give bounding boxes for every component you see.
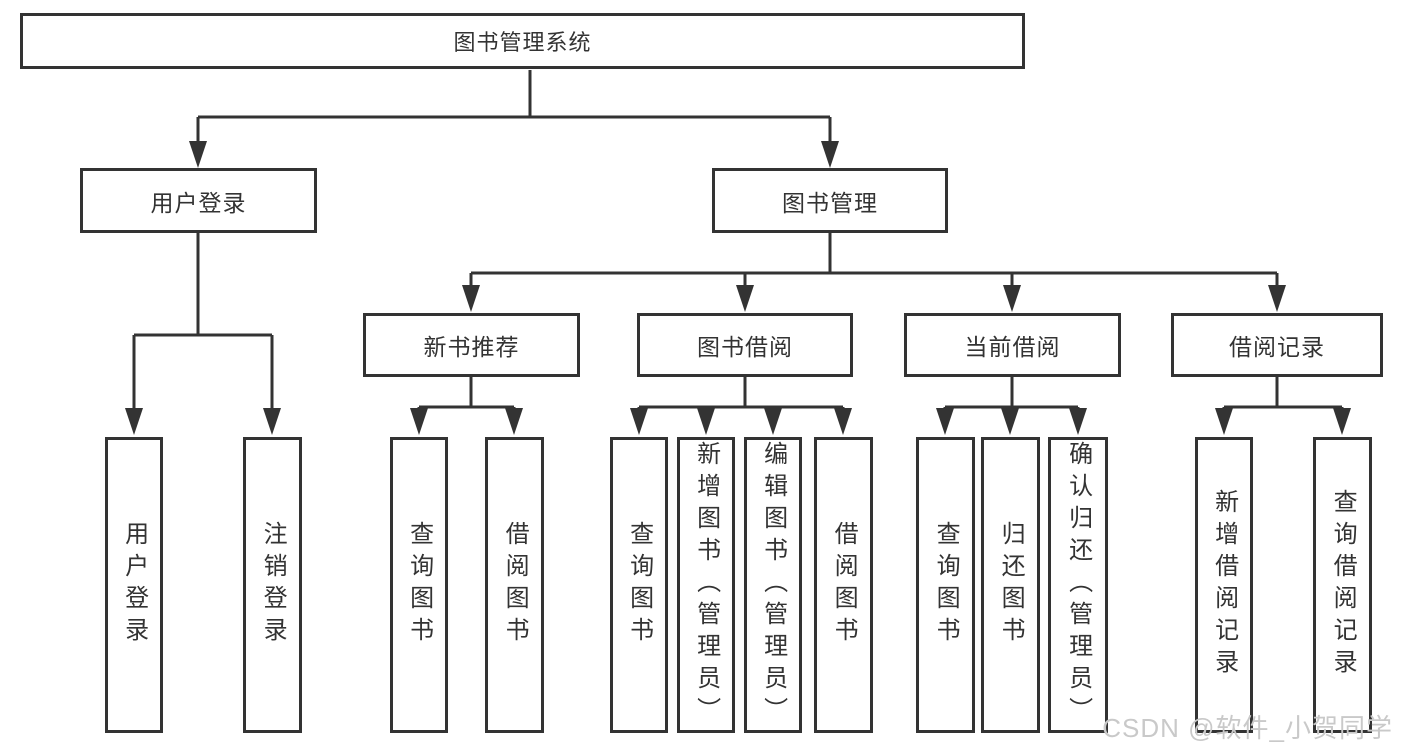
connector-new-book-recommend-split <box>417 377 516 428</box>
leaf-bb-add-book-admin: 新增图书（管理员） <box>677 437 735 733</box>
connector-borrow-records-split <box>1222 377 1344 428</box>
node-new-book-recommendation: 新书推荐 <box>363 313 580 377</box>
connector-book-borrow-split <box>637 377 845 428</box>
node-book-management: 图书管理 <box>712 168 948 233</box>
leaf-nbr-query-books: 查询图书 <box>390 437 448 733</box>
leaf-nbr-borrow-books: 借阅图书 <box>485 437 544 733</box>
leaf-cb-query-books: 查询图书 <box>916 437 975 733</box>
leaf-bb-edit-book-admin: 编辑图书（管理员） <box>744 437 802 733</box>
leaf-user-login: 用户登录 <box>105 437 163 733</box>
leaf-cb-return-books: 归还图书 <box>981 437 1040 733</box>
connector-user-login-split <box>132 233 274 430</box>
connector-root-split <box>196 70 832 162</box>
node-book-borrowing: 图书借阅 <box>637 313 853 377</box>
arrowheads <box>125 141 1351 435</box>
node-root: 图书管理系统 <box>20 13 1025 69</box>
watermark: CSDN @软件_小贺同学 <box>1102 713 1393 743</box>
leaf-br-query-borrow-record: 查询借阅记录 <box>1313 437 1372 733</box>
leaf-br-add-borrow-record: 新增借阅记录 <box>1195 437 1253 733</box>
leaf-logout: 注销登录 <box>243 437 302 733</box>
leaf-bb-borrow-books: 借阅图书 <box>814 437 873 733</box>
node-user-login: 用户登录 <box>80 168 317 233</box>
leaf-cb-confirm-return-admin: 确认归还（管理员） <box>1048 437 1108 733</box>
node-borrowing-records: 借阅记录 <box>1171 313 1383 377</box>
node-current-borrowing: 当前借阅 <box>904 313 1121 377</box>
leaf-bb-query-books: 查询图书 <box>610 437 668 733</box>
connector-book-management-split <box>469 233 1279 306</box>
